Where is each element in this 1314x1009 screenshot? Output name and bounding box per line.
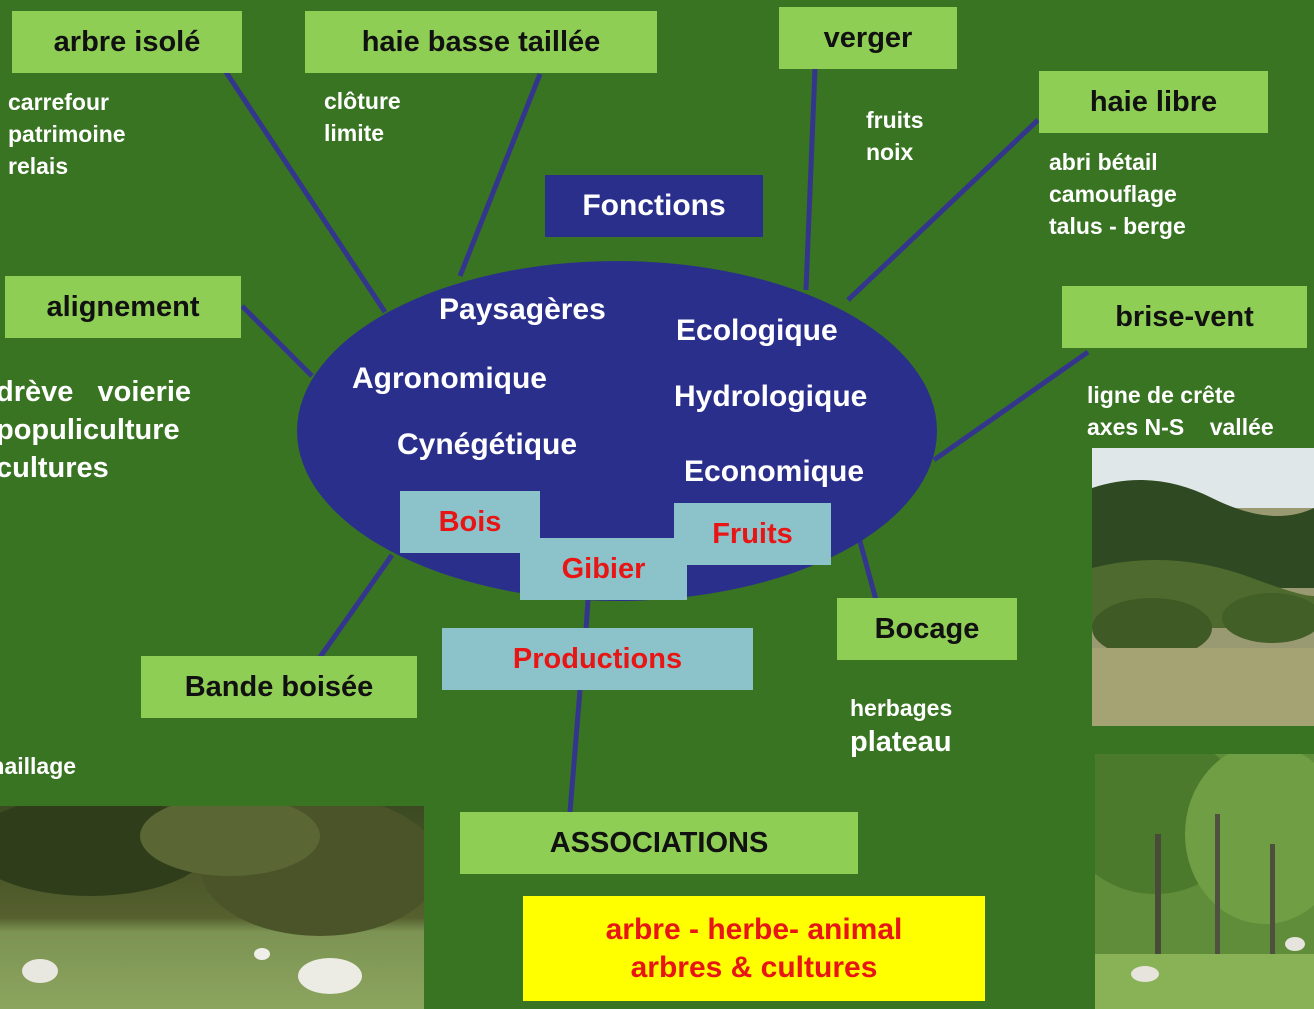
associations-detail-box: arbre - herbe- animal arbres & cultures	[523, 896, 985, 1001]
functions-title: Fonctions	[582, 189, 726, 222]
node-bocage-label: Bocage	[874, 612, 980, 645]
function-paysageres: Paysagères	[439, 293, 606, 326]
connector-bande-boisee	[315, 553, 395, 662]
haie-basse-uses: clôture limite	[324, 88, 401, 146]
connector-brise-vent	[932, 349, 1090, 463]
node-haie-libre: haie libre	[1039, 71, 1268, 133]
function-agronomique: Agronomique	[352, 362, 547, 395]
alignement-uses: drève voierie populiculture cultures	[0, 376, 192, 484]
connector-productions	[583, 599, 591, 631]
brise-vent-landscape-photo	[1092, 448, 1314, 726]
production-fruits: Fruits	[674, 503, 831, 565]
node-alignement-label: alignement	[46, 290, 200, 323]
node-bocage: Bocage	[837, 598, 1017, 660]
function-economique: Economique	[684, 455, 865, 488]
function-cynegetique: Cynégétique	[397, 428, 578, 461]
node-haie-basse: haie basse taillée	[305, 11, 657, 73]
node-brise-vent: brise-vent	[1062, 286, 1307, 348]
functions-title-box: Fonctions	[545, 175, 763, 237]
node-verger-label: verger	[823, 21, 913, 54]
haie-libre-uses: abri bétail camouflage talus - berge	[1049, 149, 1186, 239]
bande-boisee-uses: maillage	[0, 753, 77, 779]
associations-line-2: arbres & cultures	[630, 950, 878, 984]
arbre-isole-uses: carrefour patrimoine relais	[8, 89, 126, 179]
connector-alignement	[240, 304, 314, 378]
verger-uses: fruits noix	[866, 107, 924, 165]
node-bande-boisee: Bande boisée	[141, 656, 417, 718]
connector-haie-libre	[846, 118, 1040, 302]
node-verger: verger	[779, 7, 957, 69]
node-arbre-isole: arbre isolé	[12, 11, 242, 73]
production-fruits-label: Fruits	[712, 517, 793, 550]
node-arbre-isole-label: arbre isolé	[53, 25, 201, 58]
production-gibier-label: Gibier	[561, 552, 646, 585]
productions-label: Productions	[512, 642, 683, 675]
function-hydrologique: Hydrologique	[674, 380, 868, 413]
node-haie-libre-label: haie libre	[1089, 85, 1218, 118]
pasture-sheep-photo	[0, 806, 424, 1009]
node-bande-boisee-label: Bande boisée	[184, 670, 374, 703]
production-gibier: Gibier	[520, 538, 687, 600]
production-bois: Bois	[400, 491, 540, 553]
connector-arbre-isole	[215, 58, 388, 314]
connector-haie-basse	[457, 73, 543, 277]
associations-box: ASSOCIATIONS	[460, 812, 858, 874]
node-alignement: alignement	[5, 276, 241, 338]
associations-line-1: arbre - herbe- animal	[605, 912, 903, 946]
bocage-uses-1: herbages	[850, 695, 953, 721]
productions-box: Productions	[442, 628, 753, 690]
node-brise-vent-label: brise-vent	[1115, 300, 1254, 333]
function-ecologique: Ecologique	[676, 314, 838, 347]
connector-verger	[803, 67, 818, 291]
production-bois-label: Bois	[438, 505, 502, 538]
associations-label: ASSOCIATIONS	[549, 826, 769, 859]
wooded-pasture-photo	[1095, 754, 1314, 1009]
node-haie-basse-label: haie basse taillée	[361, 25, 601, 58]
brise-vent-uses: ligne de crête axes N-S vallée	[1087, 382, 1274, 440]
bocage-uses-2: plateau	[850, 726, 952, 758]
connector-associations	[567, 689, 583, 813]
